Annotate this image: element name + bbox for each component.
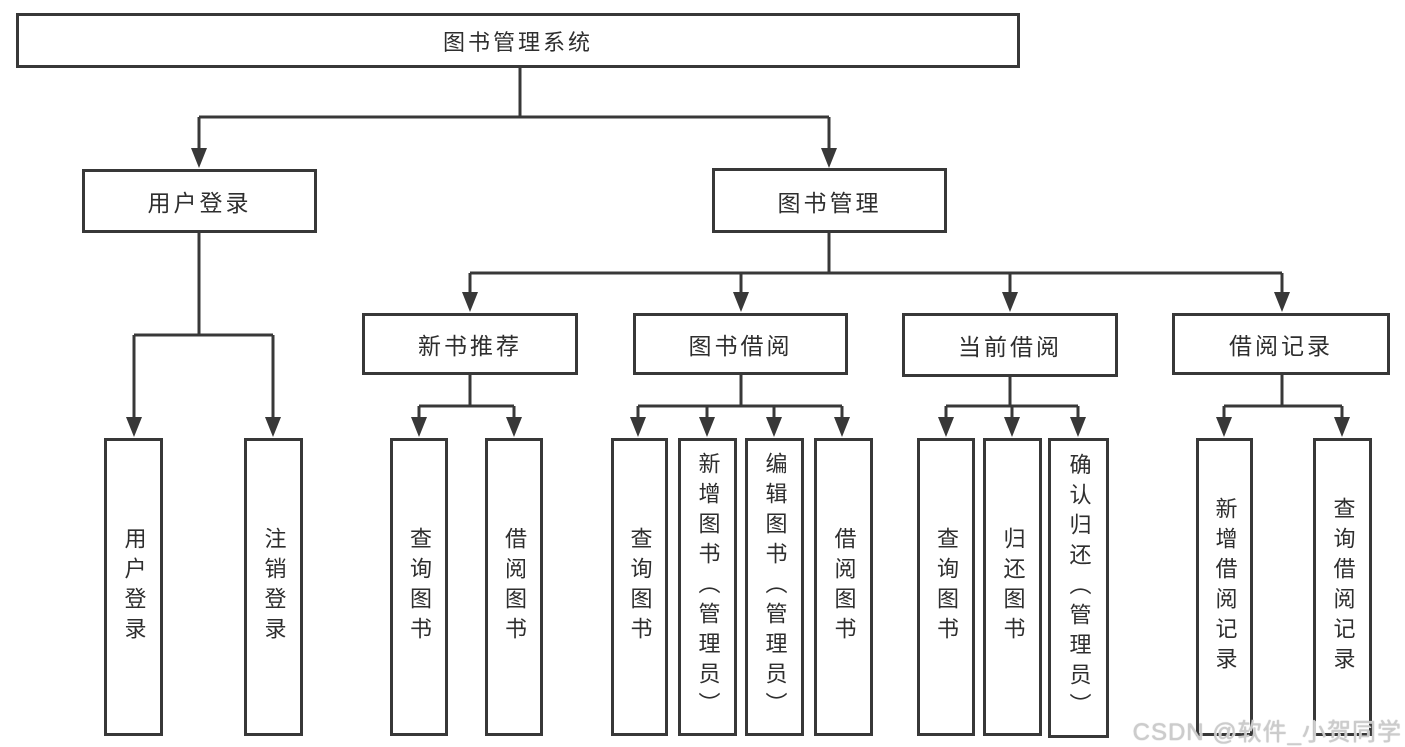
leaf-current-query-book: 查询图书 xyxy=(917,438,975,736)
leaf-borrow-borrow-book: 借阅图书 xyxy=(814,438,873,736)
leaf-current-return-book: 归还图书 xyxy=(983,438,1042,736)
node-root: 图书管理系统 xyxy=(16,13,1020,68)
leaf-current-confirm-return-admin: 确认归还（管理员） xyxy=(1048,438,1109,738)
leaf-recommend-query-book: 查询图书 xyxy=(390,438,448,736)
leaf-record-add: 新增借阅记录 xyxy=(1196,438,1253,736)
leaf-borrow-query-book: 查询图书 xyxy=(611,438,668,736)
node-book-management: 图书管理 xyxy=(712,168,947,233)
arrowheads xyxy=(126,148,1350,437)
node-new-book-recommend: 新书推荐 xyxy=(362,313,578,375)
node-current-borrow: 当前借阅 xyxy=(902,313,1118,377)
connector-path xyxy=(132,68,1344,418)
leaf-borrow-add-book-admin: 新增图书（管理员） xyxy=(678,438,737,736)
node-book-borrow: 图书借阅 xyxy=(633,313,848,375)
leaf-user-login: 用户登录 xyxy=(104,438,163,736)
leaf-borrow-edit-book-admin: 编辑图书（管理员） xyxy=(745,438,804,736)
csdn-watermark: CSDN @软件_小贺同学 xyxy=(1132,719,1402,746)
node-user-login: 用户登录 xyxy=(82,169,317,233)
leaf-recommend-borrow-book: 借阅图书 xyxy=(485,438,543,736)
node-borrow-record: 借阅记录 xyxy=(1172,313,1390,375)
leaf-record-query: 查询借阅记录 xyxy=(1313,438,1372,736)
leaf-logout: 注销登录 xyxy=(244,438,303,736)
